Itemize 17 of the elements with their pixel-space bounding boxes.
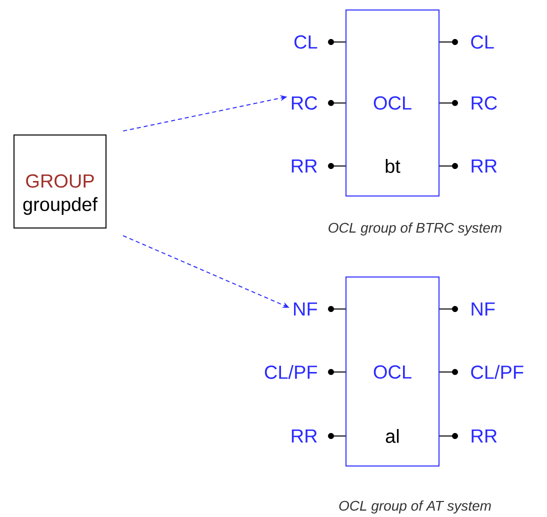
node-label: OCL group of BTRC system — [328, 222, 502, 236]
port-label: RC — [292, 96, 318, 110]
port-label: RR — [292, 159, 317, 173]
port-label: RR — [472, 429, 497, 443]
block-box: OCL al — [346, 276, 440, 466]
port-label: CL/PF — [471, 365, 524, 379]
port-label: NF — [472, 302, 495, 316]
block-box: OCL bt — [346, 10, 440, 196]
port-label: RR — [292, 429, 317, 443]
port-label: CL — [294, 35, 318, 49]
port-label: NF — [294, 302, 318, 316]
port-label: RC — [472, 96, 497, 110]
group-box: GROUP groupdef — [14, 134, 106, 228]
port-label: CL — [471, 35, 494, 49]
node-label: OCL group of AT system — [339, 500, 491, 514]
port-label: CL/PF — [264, 365, 318, 379]
port-label: RR — [472, 159, 497, 173]
